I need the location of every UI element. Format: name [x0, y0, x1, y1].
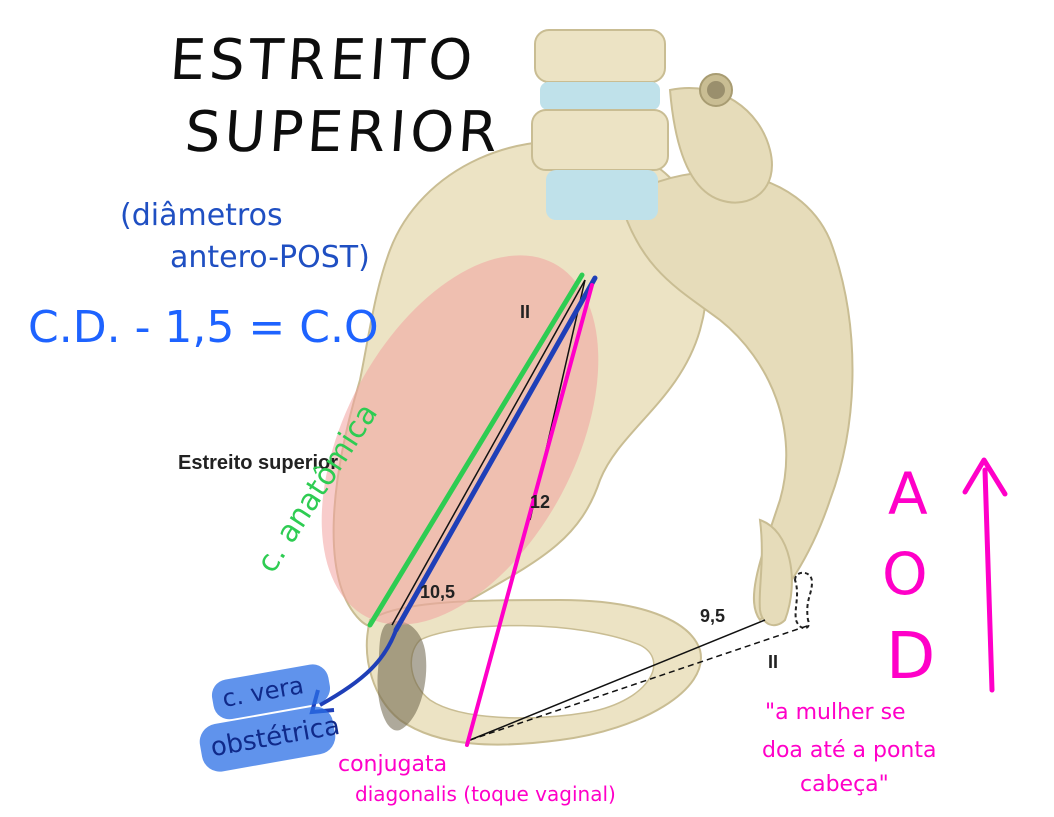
blue-note-line-2: antero-POST): [170, 240, 370, 275]
vera-highlight-1: [211, 664, 331, 720]
title-line-2: SUPERIOR: [182, 100, 504, 165]
label-9-5: 9,5: [700, 606, 726, 626]
magenta-line: [465, 283, 594, 747]
obturator-foramen: [377, 621, 427, 731]
label-estreito-superior: Estreito superior: [178, 452, 339, 474]
pelvic-cavity: [410, 624, 655, 719]
label-ii-bottom: II: [768, 652, 779, 672]
label-diagonalis-1: conjugata: [338, 752, 448, 777]
vertebra-1: [534, 29, 666, 83]
label-10-5: 10,5: [420, 582, 456, 602]
spinous-process: [668, 87, 773, 204]
up-arrow-shaft: [982, 467, 995, 693]
disc-2: [546, 170, 658, 220]
label-ii-top: II: [520, 302, 531, 322]
vera-highlight-2: [199, 706, 336, 772]
quote-line-3: cabeça": [800, 772, 889, 797]
up-arrow-head: [962, 457, 1008, 497]
line-9-5-solid: [469, 619, 766, 741]
green-line: [367, 272, 585, 628]
label-aod-d: D: [886, 620, 936, 694]
blue-note-line-1: (diâmetros: [120, 198, 283, 233]
navy-arrow: [319, 629, 398, 707]
coccyx-dashed: [793, 571, 814, 630]
vertebra-2: [531, 109, 669, 171]
disc-1: [540, 82, 660, 110]
inlet-ellipse: [321, 255, 599, 625]
label-aod-o: O: [882, 540, 928, 608]
quote-line-1: "a mulher se: [765, 700, 906, 725]
navy-line: [393, 275, 598, 633]
formula: C.D. - 1,5 = C.O: [28, 302, 379, 353]
quote-line-2: doa até a ponta: [762, 738, 937, 763]
label-aod-a: A: [888, 460, 928, 528]
label-12: 12: [530, 492, 551, 512]
line-10-5-black: [391, 279, 586, 626]
title-line-1: ESTREITO: [167, 28, 479, 93]
coccyx: [758, 518, 793, 627]
label-diagonalis-2: diagonalis (toque vaginal): [355, 782, 616, 806]
